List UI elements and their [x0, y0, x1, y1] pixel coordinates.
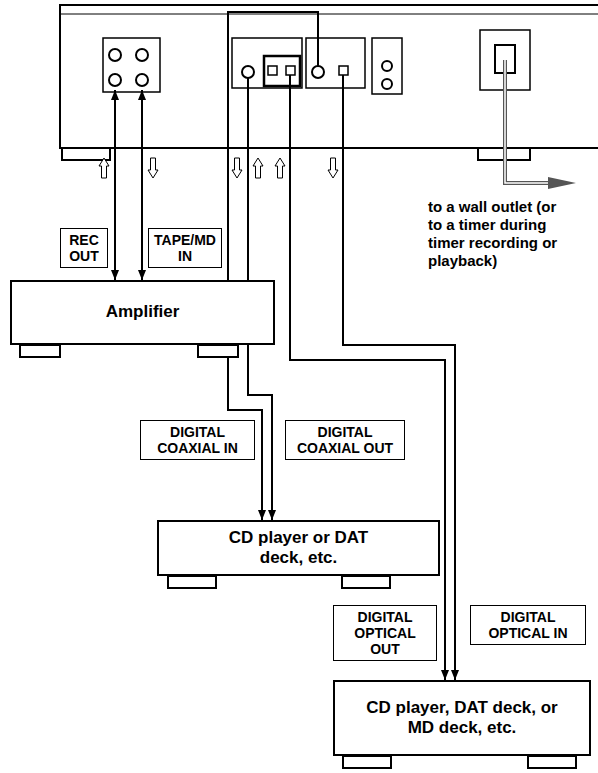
- power-cord: [505, 60, 548, 183]
- signal-name: DIGITAL COAXIAL IN: [140, 420, 255, 460]
- arrowhead: [441, 670, 449, 680]
- coaxial-jack: [242, 66, 254, 78]
- power-cord: [505, 60, 548, 183]
- cable: [343, 75, 455, 680]
- arrowhead: [138, 270, 146, 280]
- arrowhead: [111, 90, 119, 100]
- jack-panel: [372, 38, 402, 94]
- signal-name: DIGITAL OPTICAL OUT: [333, 605, 437, 661]
- signal-name: REC OUT: [60, 228, 108, 268]
- deck-edge: [60, 14, 598, 15]
- optical-jack: [268, 66, 277, 75]
- device-name: Amplifier: [106, 302, 180, 322]
- device-foot: [168, 576, 216, 588]
- jack-panel: [232, 38, 302, 88]
- device-foot: [342, 576, 390, 588]
- arrowhead: [258, 510, 266, 520]
- device-foot: [343, 756, 391, 768]
- device-foot: [20, 345, 60, 357]
- optical-jack: [339, 66, 348, 75]
- arrowhead: [111, 270, 119, 280]
- rca-jack: [109, 74, 121, 86]
- signal-arrow: [99, 158, 109, 178]
- amplifier-box: Amplifier: [10, 280, 275, 345]
- rca-jack: [136, 49, 148, 61]
- signal-name: DIGITAL COAXIAL OUT: [285, 420, 405, 460]
- cable: [290, 75, 445, 680]
- signal-arrow: [232, 158, 242, 178]
- rca-jack: [382, 79, 392, 89]
- jack-panel: [306, 38, 365, 88]
- deck-foot: [62, 148, 110, 160]
- signal-arrow: [275, 158, 285, 178]
- source-device-box: CD player or DAT deck, etc.: [157, 520, 440, 576]
- device-name: CD player, DAT deck, or MD deck, etc.: [366, 698, 558, 739]
- device-foot: [198, 345, 238, 357]
- arrowhead: [268, 510, 276, 520]
- arrowhead: [138, 90, 146, 100]
- rca-jack: [136, 74, 148, 86]
- cable: [114, 90, 116, 280]
- rca-jack: [382, 61, 392, 71]
- signal-name: DIGITAL OPTICAL IN: [470, 605, 586, 645]
- direction-arrow: [548, 177, 576, 189]
- cable: [141, 90, 143, 280]
- arrowhead: [451, 670, 459, 680]
- optical-panel: [264, 56, 300, 86]
- signal-name: TAPE/MD IN: [148, 228, 222, 268]
- signal-arrow: [148, 158, 158, 178]
- device-name: CD player or DAT deck, etc.: [229, 528, 369, 569]
- device-foot: [528, 756, 576, 768]
- rca-jack: [109, 49, 121, 61]
- source-device-box: CD player, DAT deck, or MD deck, etc.: [333, 680, 591, 756]
- optical-jack: [286, 66, 295, 75]
- connection-note: to a wall outlet (or to a timer during t…: [428, 198, 568, 270]
- signal-arrow: [253, 158, 263, 178]
- jack-panel: [103, 38, 160, 92]
- deck-body: [60, 5, 598, 148]
- coaxial-jack: [312, 66, 324, 78]
- signal-arrow: [328, 158, 338, 178]
